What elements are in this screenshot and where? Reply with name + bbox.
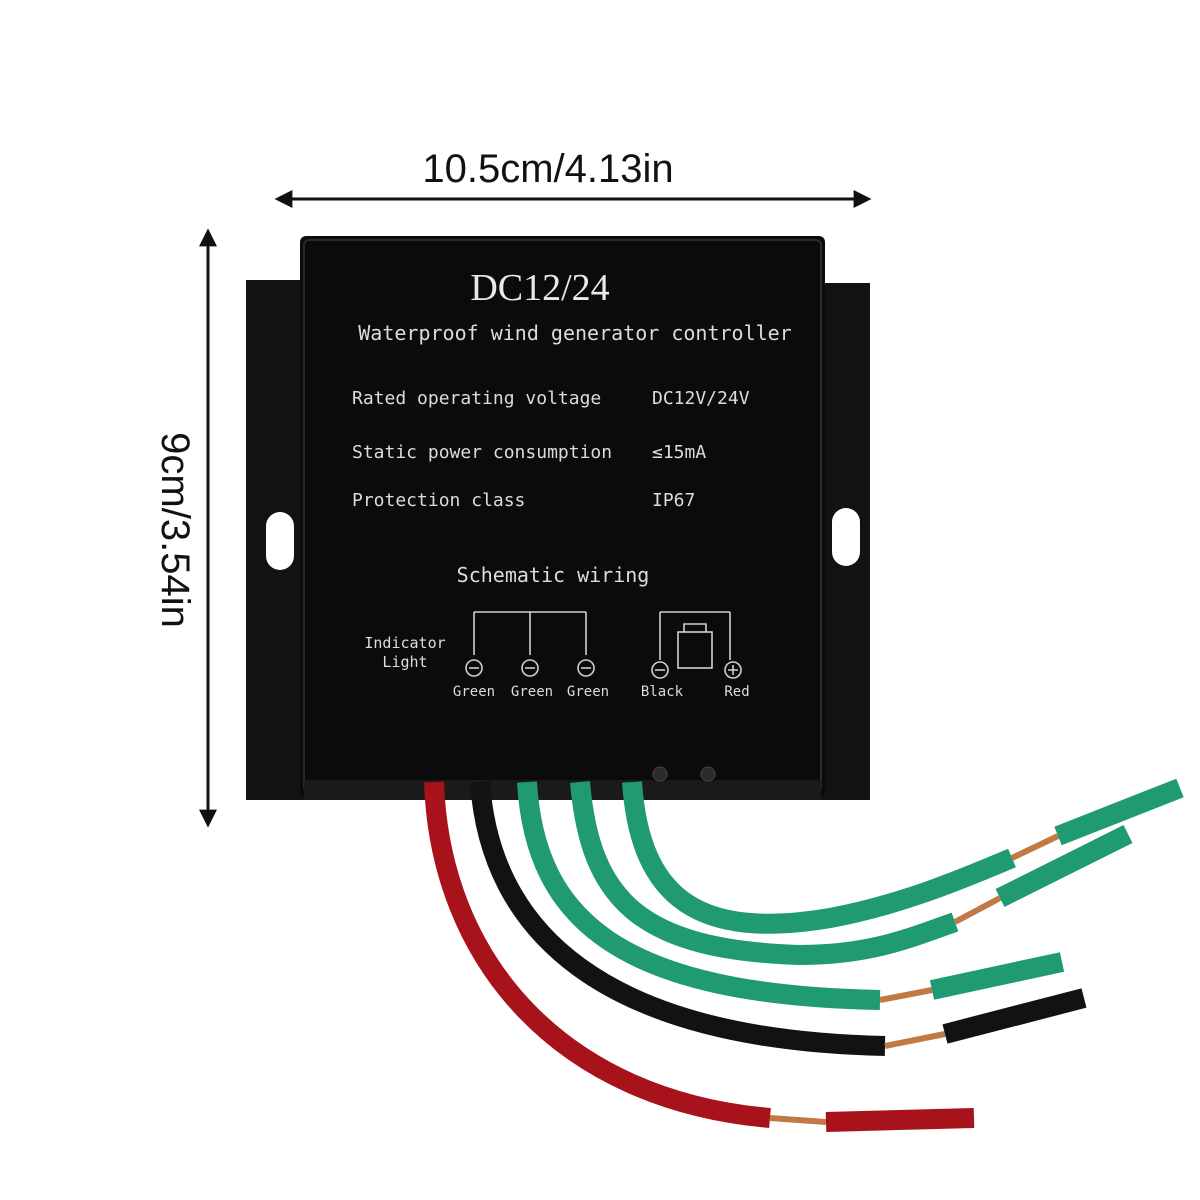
terminal-label: Green (511, 684, 553, 700)
wire-green (929, 952, 1065, 1000)
cable-glands (652, 766, 716, 782)
wire-copper (953, 895, 1002, 925)
schematic-diagram: Schematic wiring Indicator Light Green G… (364, 563, 749, 700)
terminal-label: Red (724, 684, 749, 700)
spec-value: IP67 (652, 490, 695, 511)
spec-label: Protection class (352, 490, 525, 511)
wire-red (825, 1108, 975, 1132)
wire-green (995, 825, 1133, 907)
height-dimension: 9cm/3.54in (153, 228, 217, 828)
height-label: 9cm/3.54in (153, 432, 197, 628)
wire-black (942, 988, 1087, 1044)
terminal-label: Green (453, 684, 495, 700)
wire-copper (884, 1031, 946, 1049)
spec-label: Rated operating voltage (352, 388, 601, 409)
spec-value: ≤15mA (652, 442, 706, 463)
model-label: DC12/24 (470, 267, 609, 309)
wire-copper (1010, 833, 1060, 861)
wire-harness (424, 778, 1184, 1132)
indicator-label: Light (382, 653, 427, 671)
terminal-label: Green (567, 684, 609, 700)
wire-green (1054, 778, 1184, 846)
indicator-label: Indicator (364, 634, 445, 652)
subtitle-label: Waterproof wind generator controller (358, 321, 791, 345)
wire-black (470, 781, 886, 1056)
spec-list: Rated operating voltage DC12V/24V Static… (352, 388, 750, 511)
wire-copper (769, 1115, 827, 1125)
wire-green (517, 781, 881, 1010)
wire-copper (879, 987, 933, 1003)
spec-value: DC12V/24V (652, 388, 750, 409)
terminal-label: Black (641, 684, 684, 700)
wire-green (622, 781, 1016, 934)
wire-red (424, 781, 771, 1128)
wire-green (570, 781, 959, 966)
width-dimension: 10.5cm/4.13in (274, 147, 872, 208)
schematic-title: Schematic wiring (457, 563, 650, 587)
width-label: 10.5cm/4.13in (422, 147, 673, 191)
spec-label: Static power consumption (352, 442, 612, 463)
